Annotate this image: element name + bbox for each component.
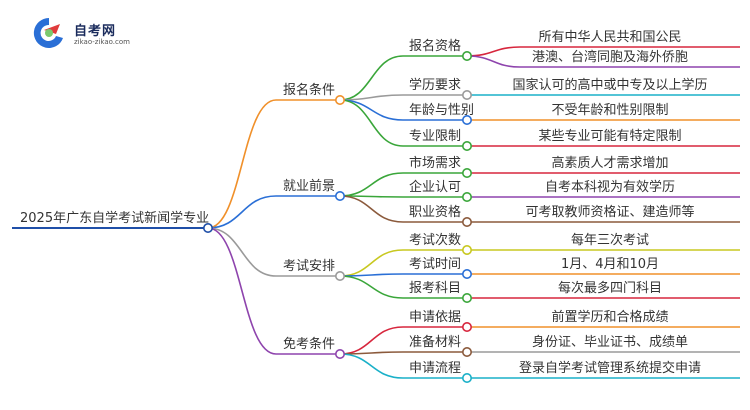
leaf-label-3-1-0: 身份证、毕业证书、成绩单 <box>532 334 688 350</box>
sub-label-2-1: 考试时间 <box>409 257 461 272</box>
leaf-label-2-0-0: 每年三次考试 <box>571 232 649 248</box>
sub-connector-2-0 <box>339 249 404 277</box>
branch-connector-1 <box>207 195 277 229</box>
sub-node-0-0 <box>461 50 472 61</box>
sub-node-2-0 <box>461 245 472 256</box>
leaf-label-3-0-0: 前置学历和合格成绩 <box>551 309 668 325</box>
root-label: 2025年广东自学考试新闻学专业 <box>20 210 209 226</box>
sub-label-0-1: 学历要求 <box>409 77 461 93</box>
branch-node-3 <box>334 348 345 359</box>
leaf-connector-0-0-1 <box>466 55 521 68</box>
leaf-label-2-2-0: 每次最多四门科目 <box>558 280 662 296</box>
branch-connector-2 <box>207 227 277 277</box>
sub-label-0-3: 专业限制 <box>409 129 461 144</box>
leaf-label-0-1-0: 国家认可的高中或中专及以上学历 <box>512 77 707 93</box>
branch-label-3: 免考条件 <box>283 336 335 352</box>
sub-label-2-2: 报考科目 <box>409 281 461 296</box>
sub-node-2-1 <box>461 268 472 279</box>
sub-node-1-2 <box>461 217 472 228</box>
logo-url: zikao-zikao.com <box>74 38 130 46</box>
sub-connector-2-2 <box>339 275 404 299</box>
leaf-label-0-3-0: 某些专业可能有特定限制 <box>538 129 681 144</box>
sub-node-0-2 <box>461 115 472 126</box>
root-node <box>203 223 214 234</box>
leaf-label-0-0-0: 所有中华人民共和国公民 <box>538 30 681 45</box>
leaf-label-1-2-0: 可考取教师资格证、建造师等 <box>525 204 694 220</box>
sub-label-1-0: 市场需求 <box>409 155 461 171</box>
sub-node-3-2 <box>461 372 472 383</box>
sub-label-3-1: 准备材料 <box>409 334 461 350</box>
sub-connector-0-2 <box>339 99 404 121</box>
sub-node-2-2 <box>461 292 472 303</box>
logo-mark-icon <box>33 17 63 48</box>
sub-connector-3-2 <box>339 353 404 379</box>
sub-label-3-0: 申请依据 <box>409 310 461 325</box>
sub-label-1-1: 企业认可 <box>409 179 461 195</box>
leaf-label-0-0-1: 港澳、台湾同胞及海外侨胞 <box>532 49 688 65</box>
sub-connector-0-3 <box>339 99 404 147</box>
branch-node-1 <box>334 191 345 202</box>
sub-node-0-3 <box>461 141 472 152</box>
sub-node-1-1 <box>461 192 472 203</box>
leaf-label-1-1-0: 自考本科视为有效学历 <box>545 179 675 195</box>
sub-label-3-2: 申请流程 <box>409 361 461 376</box>
sub-connector-0-1 <box>339 94 404 101</box>
sub-node-0-1 <box>461 90 472 101</box>
leaf-label-3-2-0: 登录自学考试管理系统提交申请 <box>519 360 701 376</box>
leaf-label-1-0-0: 高素质人才需求增加 <box>551 155 668 171</box>
branch-label-0: 报名条件 <box>283 82 335 98</box>
branch-node-2 <box>334 270 345 281</box>
leaf-connector-0-0-0 <box>466 46 521 57</box>
leaf-label-2-1-0: 1月、4月和10月 <box>561 257 659 272</box>
branch-label-2: 考试安排 <box>283 259 335 274</box>
sub-label-2-0: 考试次数 <box>409 232 461 248</box>
branch-connector-3 <box>207 227 277 355</box>
sub-node-3-1 <box>461 346 472 357</box>
sub-connector-1-0 <box>339 172 404 197</box>
logo-title: 自考网 <box>74 24 117 39</box>
branch-connector-0 <box>207 99 277 229</box>
sub-connector-0-0 <box>339 55 404 101</box>
leaf-label-0-2-0: 不受年龄和性别限制 <box>551 103 668 118</box>
sub-label-1-2: 职业资格 <box>409 204 461 220</box>
sub-label-0-2: 年龄与性别 <box>409 103 474 118</box>
sub-node-1-0 <box>461 168 472 179</box>
sub-node-3-0 <box>461 321 472 332</box>
branch-node-0 <box>334 95 345 106</box>
sub-connector-1-2 <box>339 195 404 223</box>
site-logo[interactable]: 自考网 zikao-zikao.com <box>30 14 170 52</box>
branch-label-1: 就业前景 <box>283 178 335 194</box>
sub-connector-3-0 <box>339 326 404 355</box>
sub-label-0-0: 报名资格 <box>409 38 461 54</box>
